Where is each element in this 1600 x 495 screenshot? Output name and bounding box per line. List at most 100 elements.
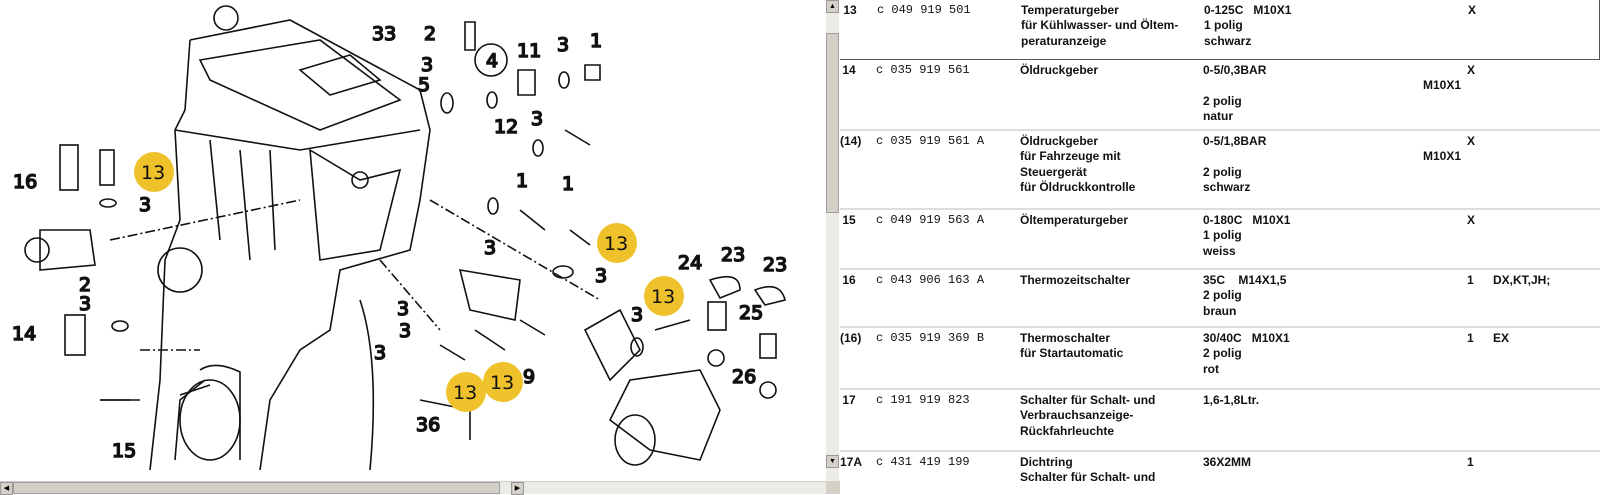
item-number: 17A	[840, 455, 863, 469]
spec-line: 0-5/0,3BAR	[1203, 63, 1267, 77]
spec-line: 2 polig	[1203, 164, 1242, 179]
label: 23	[763, 254, 787, 276]
label: 12	[494, 116, 518, 138]
description-line: für Kühlwasser- und Öltem-	[1021, 18, 1179, 33]
svg-text:13: 13	[141, 162, 165, 184]
description-line: Öldruckgeber	[1020, 134, 1099, 148]
thread-spec: M10X1	[1423, 78, 1462, 92]
part-number: c 431 419 199	[876, 455, 970, 469]
description-line: für Fahrzeuge mit	[1020, 149, 1121, 164]
label: 3	[557, 34, 569, 56]
label: 1	[590, 30, 602, 52]
spec-line: 0-125C M10X1	[1204, 3, 1292, 17]
spec-line: 2 polig	[1203, 93, 1242, 108]
label: 9	[523, 366, 535, 388]
label: 1	[562, 173, 574, 195]
model-codes: EX	[1493, 331, 1510, 345]
label: 3	[531, 108, 543, 130]
callout-13[interactable]: 13	[483, 362, 523, 402]
spec-line: 35C M14X1,5	[1203, 273, 1287, 287]
item-number: (14)	[840, 134, 862, 148]
label: 4	[486, 50, 498, 72]
parts-diagram: 33 2 11 3 1 4 3 5 12 3 1 1 3 16 3 2 3 14…	[11, 5, 788, 471]
highlight-callouts: 13 13 13 13 13	[134, 152, 684, 412]
quantity: 1	[1467, 455, 1474, 469]
scroll-thumb[interactable]	[13, 482, 500, 494]
part-number: c 049 919 563 A	[876, 213, 985, 227]
quantity: X	[1467, 134, 1476, 148]
spec-line: 0-180C M10X1	[1203, 213, 1291, 227]
diagram-vertical-scrollbar[interactable]: ▲ ▼	[826, 0, 839, 481]
label: 3	[397, 298, 409, 320]
quantity: X	[1467, 213, 1476, 227]
description-line: für Öldruckkontrolle	[1020, 179, 1136, 194]
engine-exploded-view: 33 2 11 3 1 4 3 5 12 3 1 1 3 16 3 2 3 14…	[11, 5, 788, 471]
quantity: 1	[1467, 273, 1474, 287]
quantity: X	[1467, 63, 1476, 77]
description-line: Temperaturgeber	[1021, 3, 1119, 17]
description-line: Verbrauchsanzeige-	[1020, 408, 1134, 423]
svg-text:13: 13	[651, 286, 675, 308]
thread-spec: M10X1	[1423, 149, 1462, 163]
label: 2	[424, 23, 436, 45]
label: 3	[399, 320, 411, 342]
label: 16	[13, 171, 37, 193]
scroll-thumb[interactable]	[826, 33, 839, 213]
scroll-right-button[interactable]: ▶	[511, 482, 524, 495]
description-line: Öltemperaturgeber	[1020, 213, 1129, 227]
label: 15	[112, 440, 136, 462]
label: 5	[418, 74, 430, 96]
label: 3	[139, 194, 151, 216]
callout-13[interactable]: 13	[134, 152, 174, 192]
label: 11	[517, 40, 541, 62]
description-line: Dichtring	[1020, 455, 1073, 469]
label: 1	[516, 170, 528, 192]
description-line: Thermozeitschalter	[1020, 273, 1131, 287]
spec-line: weiss	[1203, 243, 1236, 258]
scroll-left-button[interactable]: ◀	[0, 482, 13, 495]
part-number: c 035 919 561	[876, 63, 970, 77]
quantity: 1	[1467, 331, 1474, 345]
part-number: c 035 919 561 A	[876, 134, 985, 148]
spec-line: braun	[1203, 303, 1237, 318]
spec-line: 30/40C M10X1	[1203, 331, 1290, 345]
item-number: 16	[842, 273, 856, 287]
spec-line: 36X2MM	[1203, 455, 1252, 469]
label: 25	[739, 302, 763, 324]
svg-text:13: 13	[490, 372, 514, 394]
scroll-up-button[interactable]: ▲	[826, 0, 839, 13]
description-line: Thermoschalter	[1020, 331, 1111, 345]
label: 3	[79, 293, 91, 315]
quantity: X	[1468, 3, 1477, 17]
part-number-labels: 33 2 11 3 1 4 3 5 12 3 1 1 3 16 3 2 3 14…	[11, 22, 788, 463]
spec-line: natur	[1203, 108, 1233, 123]
engine-block-drawing	[24, 5, 786, 471]
label: 3	[484, 237, 496, 259]
diagram-horizontal-scrollbar[interactable]: ◀ ▶	[0, 481, 826, 495]
spec-line: 1,6-1,8Ltr.	[1203, 393, 1260, 407]
callout-13[interactable]: 13	[644, 276, 684, 316]
spec-line: 1 polig	[1203, 228, 1242, 243]
label: 24	[678, 252, 702, 274]
label: 2	[79, 274, 91, 296]
callout-13[interactable]: 13	[597, 223, 637, 263]
label: 3	[631, 304, 643, 326]
description-line: peraturanzeige	[1021, 33, 1107, 48]
scroll-down-button[interactable]: ▼	[826, 455, 839, 468]
part-number: c 035 919 369 B	[876, 331, 985, 345]
item-number: 17	[842, 393, 856, 407]
description-line: Rückfahrleuchte	[1020, 423, 1115, 438]
label: 26	[732, 366, 756, 388]
spec-line: 0-5/1,8BAR	[1203, 134, 1267, 148]
label: 3	[421, 54, 433, 76]
callout-13[interactable]: 13	[446, 372, 486, 412]
